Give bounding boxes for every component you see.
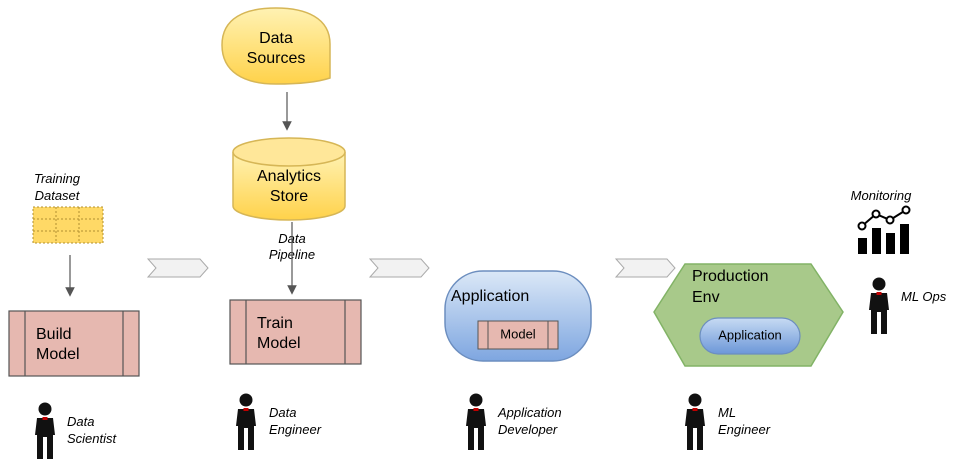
analytics-store-label-2: Store: [270, 188, 308, 205]
model-label: Model: [500, 326, 536, 341]
train-model-label-1: Train: [257, 315, 293, 332]
train-model-node: Train Model: [229, 299, 362, 365]
prod-application-node: [699, 317, 801, 355]
data-sources-label-2: Sources: [247, 50, 306, 67]
data-engineer-label-2: Engineer: [269, 422, 322, 437]
data-scientist-label-2: Scientist: [67, 431, 118, 446]
ml-engineer-label-2: Engineer: [718, 422, 771, 437]
prod-application-label: Application: [718, 327, 782, 342]
training-dataset-label-1: Training: [34, 171, 81, 186]
person-icon: [869, 277, 889, 334]
analytics-store-node: Analytics Store: [232, 137, 346, 221]
training-dataset-label-2: Dataset: [35, 188, 81, 203]
data-engineer-label-1: Data: [269, 405, 296, 420]
app-developer-label-2: Developer: [498, 422, 558, 437]
person-icon: [466, 393, 486, 450]
person-icon: [35, 402, 55, 459]
model-node: Model: [477, 320, 559, 350]
application-node: Application Model: [444, 270, 592, 362]
ml-ops-label: ML Ops: [901, 289, 947, 304]
ml-engineer-label-1: ML: [718, 405, 736, 420]
production-env-label-2: Env: [692, 289, 720, 306]
chevron-arrow-icon: [614, 258, 676, 278]
chevron-arrow-icon: [368, 258, 430, 278]
monitoring-label: Monitoring: [851, 188, 912, 203]
data-sources-node: Data Sources: [221, 7, 331, 85]
production-env-label-1: Production: [692, 268, 769, 285]
data-scientist-label-1: Data: [67, 414, 94, 429]
data-sources-label-1: Data: [259, 30, 293, 47]
dataset-grid-icon: [32, 206, 104, 244]
monitoring-chart-icon: [857, 205, 911, 254]
production-env-node: Production Env Application: [653, 263, 844, 367]
person-icon: [236, 393, 256, 450]
build-model-node: Build Model: [8, 310, 140, 377]
person-icon: [685, 393, 705, 450]
analytics-store-label-1: Analytics: [257, 168, 321, 185]
chevron-arrow-icon: [146, 258, 209, 278]
build-model-label-1: Build: [36, 326, 72, 343]
app-developer-label-1: Application: [497, 405, 562, 420]
train-model-label-2: Model: [257, 335, 301, 352]
build-model-label-2: Model: [36, 346, 80, 363]
application-label: Application: [451, 288, 529, 305]
